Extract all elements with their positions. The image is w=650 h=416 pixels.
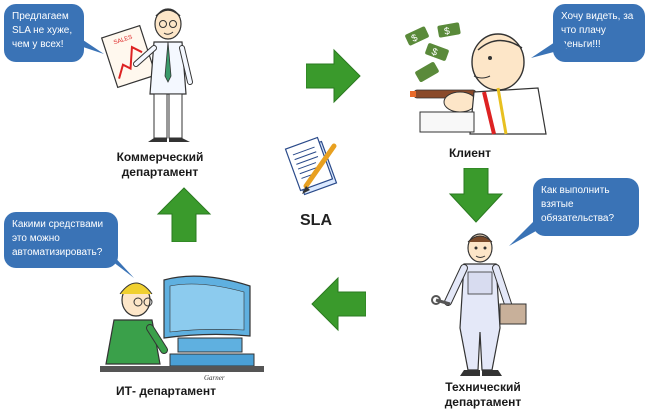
technical-speech-bubble: Как выполнить взятые обязательства? <box>509 178 639 246</box>
arrow-it-to-commercial <box>156 187 212 242</box>
arrow-commercial-to-client <box>306 48 361 104</box>
arrow-client-to-technical <box>448 168 504 223</box>
sla-document-icon <box>284 136 338 196</box>
it-speech-text: Какими средствами это можно автоматизиро… <box>12 219 104 258</box>
it-worker-illustration: Garner <box>100 275 264 382</box>
commercial-speech-bubble: Предлагаем SLA не хуже, чем у всех! <box>4 4 104 62</box>
client-label-text: Клиент <box>448 146 492 160</box>
commercial-bubble-tail <box>68 38 104 54</box>
commercial-department-label: Коммерческий департамент <box>90 150 230 180</box>
money-icon: $ $ $ <box>405 22 461 82</box>
sales-sign-text: SALES <box>113 35 133 47</box>
commercial-label-line2: департамент <box>121 165 199 179</box>
commercial-label-line1: Коммерческий <box>116 150 204 164</box>
artist-signature: Garner <box>204 374 225 382</box>
technical-bubble-tail <box>509 218 545 246</box>
arrow-technical-to-it <box>311 276 366 332</box>
technical-label-line2: департамент <box>444 395 522 409</box>
pen-icon <box>302 143 337 194</box>
svg-text:$: $ <box>443 26 451 38</box>
it-department-label: ИТ- департамент <box>96 384 236 399</box>
client-speech-bubble: Хочу видеть, за что плачу деньги!!! <box>531 4 645 62</box>
client-man-illustration: $ $ $ <box>405 22 547 135</box>
technical-speech-text: Как выполнить взятые обязательства? <box>541 185 615 224</box>
computer-monitor-icon <box>163 275 251 353</box>
keyboard-icon <box>169 353 255 367</box>
technical-worker-illustration <box>431 233 527 376</box>
client-label: Клиент <box>430 146 510 161</box>
technical-department-label: Технический департамент <box>418 380 548 410</box>
technical-label-line1: Технический <box>445 380 521 394</box>
it-label-text: ИТ- департамент <box>116 384 216 398</box>
it-speech-bubble: Какими средствами это можно автоматизиро… <box>4 212 134 278</box>
svg-text:$: $ <box>410 32 420 45</box>
commercial-speech-text: Предлагаем SLA не хуже, чем у всех! <box>12 11 73 50</box>
svg-text:$: $ <box>430 47 439 59</box>
commercial-man-illustration: SALES <box>100 8 193 142</box>
wrench-icon <box>431 295 451 306</box>
client-bubble-tail <box>531 38 569 58</box>
sla-center-label: SLA <box>300 212 332 229</box>
client-speech-text: Хочу видеть, за что плачу деньги!!! <box>561 11 634 50</box>
toolbox-icon <box>499 303 527 325</box>
it-bubble-tail <box>100 252 134 278</box>
